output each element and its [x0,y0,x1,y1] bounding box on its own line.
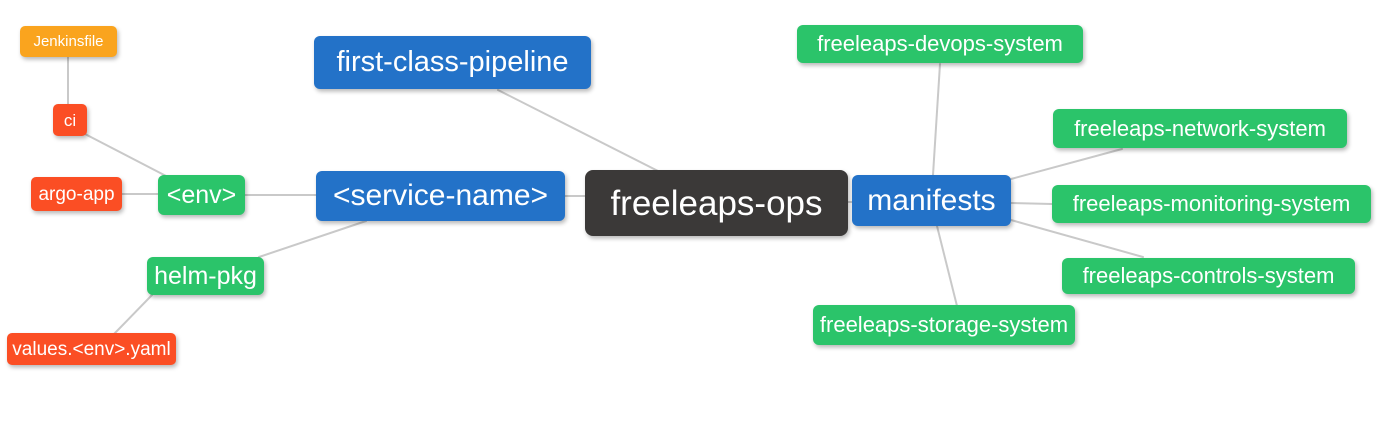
node-freeleaps-devops-system[interactable]: freeleaps-devops-system [797,25,1083,63]
node-helm-pkg[interactable]: helm-pkg [147,257,264,295]
node-service-name[interactable]: <service-name> [316,171,565,221]
edge-first-class-pipeline-ops [497,89,659,172]
node-ci[interactable]: ci [53,104,87,136]
edge-manifests-storage-system [936,225,958,307]
edge-manifests-network-system [1010,148,1123,180]
edge-service-name-helm-pkg [258,220,367,258]
node-freeleaps-storage-system[interactable]: freeleaps-storage-system [813,305,1075,345]
edge-manifests-devops-system [932,63,941,176]
node-freeleaps-controls-system[interactable]: freeleaps-controls-system [1062,258,1355,294]
node-freeleaps-network-system[interactable]: freeleaps-network-system [1053,109,1347,148]
node-manifests[interactable]: manifests [852,175,1011,226]
node-freeleaps-ops[interactable]: freeleaps-ops [585,170,848,236]
node-argo-app[interactable]: argo-app [31,177,122,211]
node-freeleaps-monitoring-system[interactable]: freeleaps-monitoring-system [1052,185,1371,223]
node-env[interactable]: <env> [158,175,245,215]
edge-manifests-controls-system [1010,219,1144,258]
edge-manifests-monitoring-system [1010,202,1053,205]
edge-ci-env [84,133,169,178]
node-first-class-pipeline[interactable]: first-class-pipeline [314,36,591,89]
edge-helm-pkg-values [113,294,153,335]
node-values-env-yaml[interactable]: values.<env>.yaml [7,333,176,365]
node-jenkinsfile[interactable]: Jenkinsfile [20,26,117,57]
